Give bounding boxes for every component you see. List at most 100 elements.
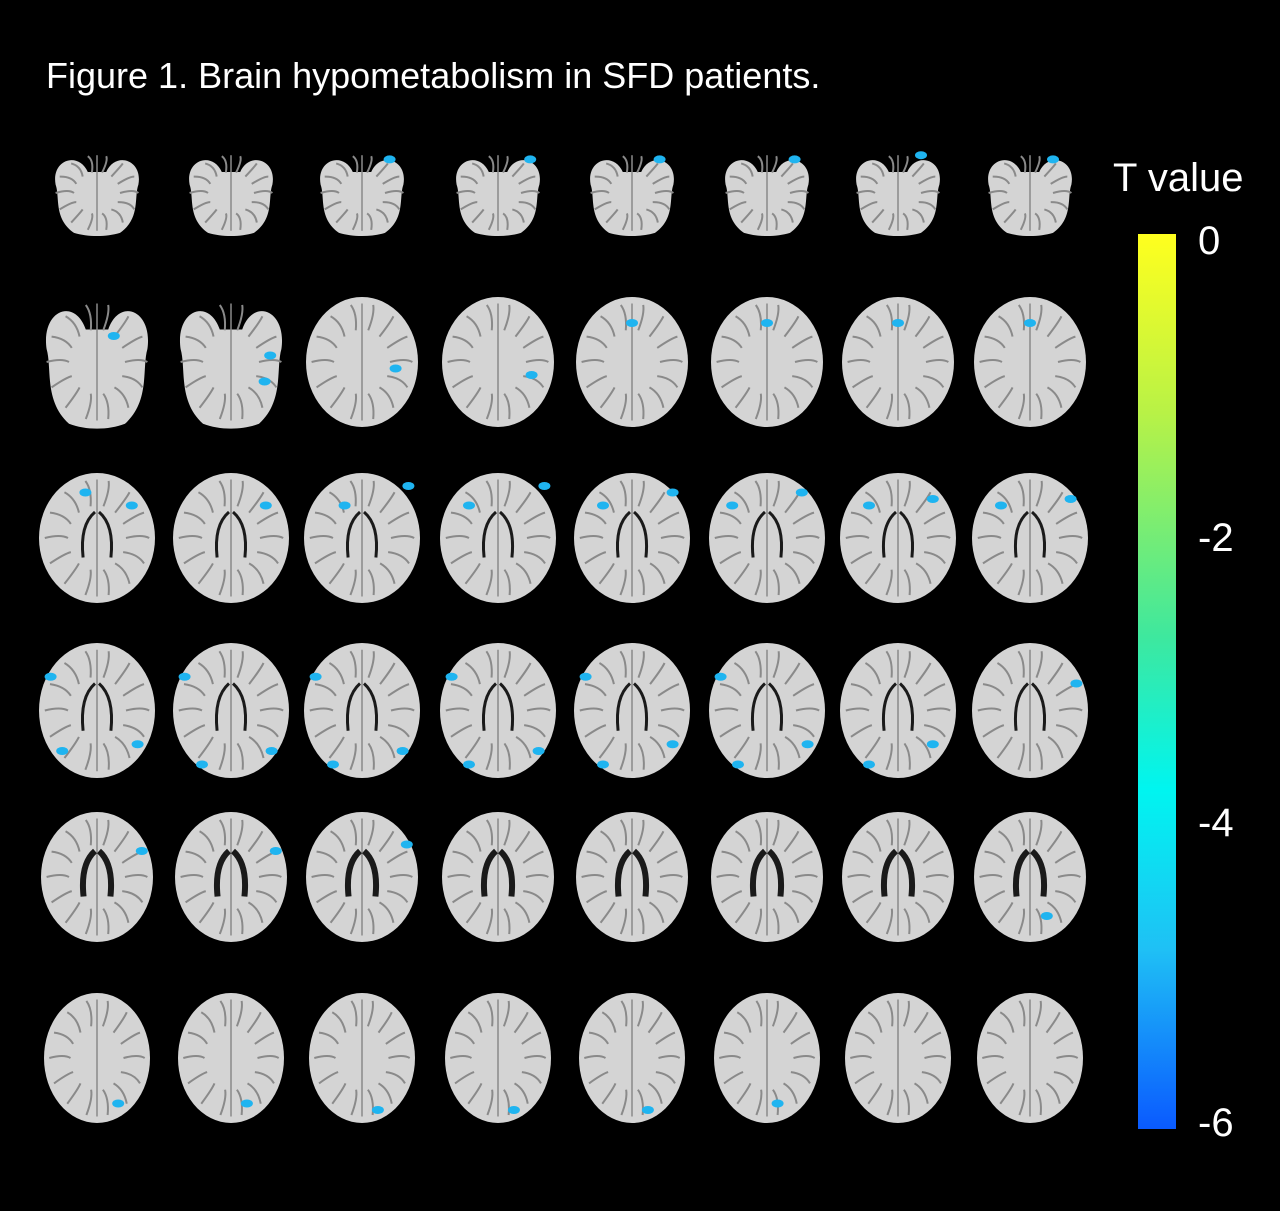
hypometabolism-cluster — [788, 155, 801, 164]
brain-slice-2-2 — [175, 297, 287, 429]
hypometabolism-cluster — [795, 488, 808, 497]
figure-title: Figure 1. Brain hypometabolism in SFD pa… — [46, 55, 821, 96]
hypometabolism-cluster — [626, 319, 638, 327]
brain-slice-5-5 — [576, 812, 688, 942]
hypometabolism-cluster — [131, 739, 144, 748]
hypometabolism-cluster — [532, 746, 545, 755]
hypometabolism-cluster — [196, 760, 208, 768]
hypometabolism-cluster — [389, 364, 402, 373]
brain-slice-4-5 — [574, 642, 690, 778]
hypometabolism-cluster — [383, 155, 396, 164]
hypometabolism-cluster — [538, 482, 551, 490]
brain-slice-2-6 — [711, 297, 823, 427]
hypometabolism-cluster — [400, 840, 413, 849]
brain-slice-6-8 — [977, 993, 1083, 1123]
hypometabolism-cluster — [309, 672, 322, 681]
brain-slice-4-6 — [709, 642, 825, 778]
brain-slice-5-8 — [974, 812, 1086, 942]
colorbar-tick-neg6: -6 — [1198, 1101, 1234, 1145]
brain-slice-5-3 — [306, 812, 418, 942]
hypometabolism-cluster — [732, 760, 744, 768]
hypometabolism-cluster — [507, 1106, 520, 1114]
brain-slice-2-4 — [442, 297, 554, 427]
brain-slice-4-1 — [39, 642, 155, 778]
brain-slice-grid — [39, 151, 1088, 1123]
hypometabolism-cluster — [726, 501, 739, 510]
hypometabolism-cluster — [926, 495, 939, 503]
brain-slice-1-7 — [852, 151, 944, 237]
brain-slice-4-4 — [440, 642, 556, 778]
brain-slice-5-6 — [711, 812, 823, 942]
hypometabolism-cluster — [259, 501, 272, 510]
hypometabolism-cluster — [445, 672, 458, 681]
hypometabolism-cluster — [463, 501, 475, 510]
brain-slice-2-1 — [41, 297, 153, 429]
hypometabolism-cluster — [1070, 679, 1083, 687]
hypometabolism-cluster — [1047, 155, 1059, 164]
hypometabolism-cluster — [264, 351, 277, 360]
hypometabolism-cluster — [402, 482, 415, 490]
hypometabolism-cluster — [1064, 495, 1077, 503]
brain-slice-4-3 — [304, 642, 420, 778]
hypometabolism-cluster — [525, 371, 538, 379]
brain-slice-2-3 — [306, 297, 418, 427]
hypometabolism-cluster — [597, 760, 609, 768]
brain-slice-2-8 — [974, 297, 1086, 427]
hypometabolism-cluster — [258, 377, 271, 386]
hypometabolism-cluster — [44, 672, 57, 681]
brain-slice-2-7 — [842, 297, 954, 427]
brain-slice-3-1 — [39, 473, 155, 603]
hypometabolism-cluster — [327, 760, 339, 768]
brain-slice-3-8 — [972, 473, 1088, 603]
brain-slice-1-3 — [316, 151, 408, 237]
hypometabolism-cluster — [240, 1099, 253, 1108]
hypometabolism-cluster — [926, 739, 939, 748]
hypometabolism-cluster — [125, 501, 138, 510]
hypometabolism-cluster — [995, 501, 1007, 510]
brain-slice-6-6 — [714, 993, 820, 1123]
brain-slice-6-3 — [309, 993, 415, 1123]
hypometabolism-cluster — [801, 739, 814, 748]
hypometabolism-cluster — [579, 672, 592, 681]
colorbar-tick-neg4: -4 — [1198, 801, 1234, 845]
hypometabolism-cluster — [641, 1106, 654, 1114]
hypometabolism-cluster — [178, 672, 191, 681]
brain-slice-1-5 — [586, 151, 678, 237]
hypometabolism-cluster — [915, 151, 927, 160]
brain-slice-4-7 — [840, 642, 956, 778]
hypometabolism-cluster — [761, 319, 773, 327]
hypometabolism-cluster — [666, 488, 679, 497]
brain-slice-5-2 — [175, 812, 287, 942]
hypometabolism-cluster — [463, 760, 475, 768]
brain-slice-3-5 — [574, 473, 690, 603]
hypometabolism-cluster — [338, 501, 351, 510]
brain-slice-3-2 — [173, 473, 289, 603]
hypometabolism-cluster — [771, 1099, 784, 1108]
hypometabolism-cluster — [714, 672, 727, 681]
brain-slice-4-8 — [972, 642, 1088, 778]
colorbar-tick-0: 0 — [1198, 219, 1221, 263]
hypometabolism-cluster — [56, 746, 69, 755]
brain-slice-3-7 — [840, 473, 956, 603]
brain-slice-1-4 — [452, 151, 544, 237]
hypometabolism-cluster — [112, 1099, 125, 1108]
hypometabolism-cluster — [1040, 912, 1053, 920]
t-value-colorbar — [1138, 234, 1176, 1129]
brain-slice-4-2 — [173, 642, 289, 778]
brain-slice-1-8 — [984, 151, 1076, 237]
hypometabolism-cluster — [863, 501, 875, 510]
brain-slice-1-6 — [721, 151, 813, 237]
hypometabolism-cluster — [892, 319, 904, 327]
brain-slice-1-2 — [185, 151, 277, 237]
brain-slice-3-3 — [304, 473, 420, 603]
hypometabolism-cluster — [135, 847, 148, 855]
hypometabolism-cluster — [107, 332, 120, 340]
hypometabolism-cluster — [371, 1106, 384, 1114]
hypometabolism-cluster — [863, 760, 875, 768]
brain-slice-6-5 — [579, 993, 685, 1123]
hypometabolism-cluster — [653, 155, 666, 164]
hypometabolism-cluster — [79, 488, 92, 497]
hypometabolism-cluster — [597, 501, 609, 510]
brain-slice-2-5 — [576, 297, 688, 427]
hypometabolism-cluster — [524, 155, 537, 164]
